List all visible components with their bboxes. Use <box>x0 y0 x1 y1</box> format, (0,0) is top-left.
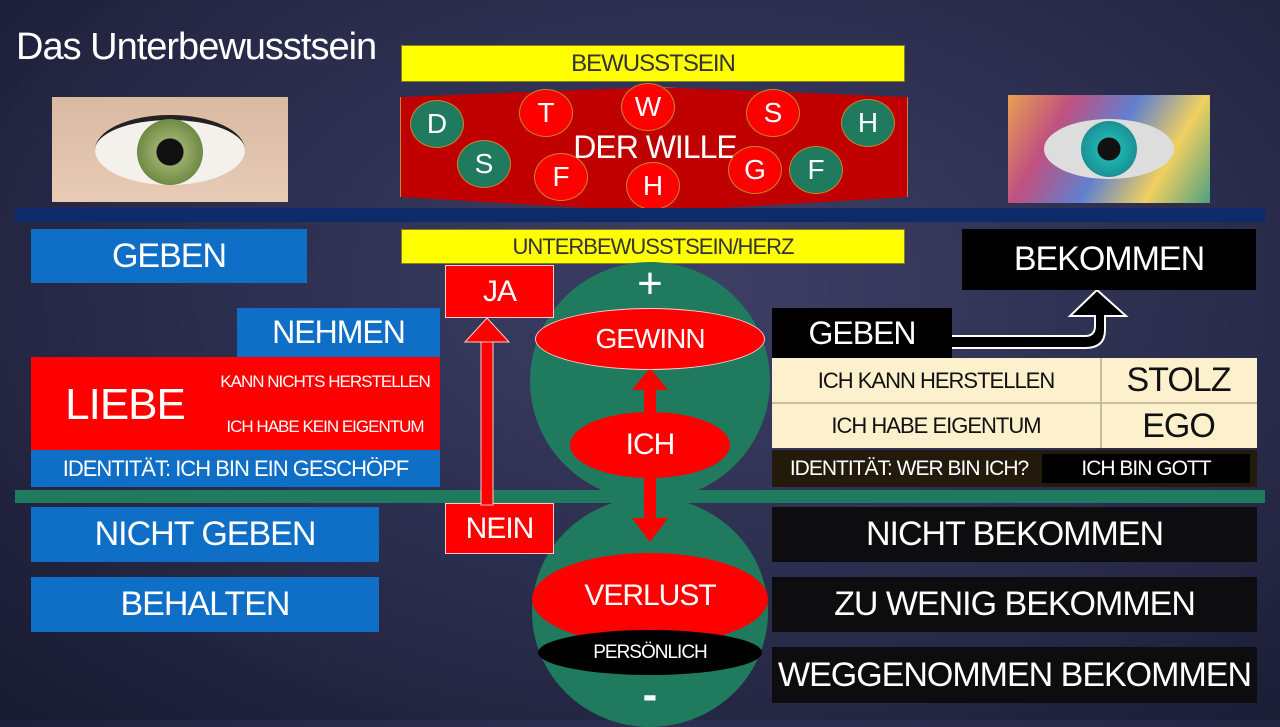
verlust-ellipse: VERLUST <box>532 553 768 645</box>
nein-box: NEIN <box>445 503 554 554</box>
weggenommen-bekommen-box: WEGGENOMMEN BEKOMMEN <box>772 647 1257 703</box>
will-bubble: S <box>746 89 800 137</box>
persoenlich-ellipse: PERSÖNLICH <box>538 630 762 675</box>
der-wille-label: DER WILLE <box>573 128 737 165</box>
bent-arrow-icon <box>949 288 1129 349</box>
geben-black-box: GEBEN <box>772 308 952 358</box>
liebe-box <box>31 357 440 450</box>
ich-kann-herstellen: ICH KANN HERSTELLEN <box>817 367 1056 393</box>
bewusstsein-bar: BEWUSSTSEIN <box>401 45 905 82</box>
nicht-bekommen-box: NICHT BEKOMMEN <box>772 507 1257 562</box>
geben-box: GEBEN <box>31 229 307 283</box>
stolz-label: STOLZ <box>1126 361 1232 399</box>
kein-eigentum: ICH HABE KEIN EIGENTUM <box>226 417 424 436</box>
will-bubble: H <box>626 162 680 210</box>
liebe-label: LIEBE <box>65 380 186 429</box>
ich-habe-eigentum: ICH HABE EIGENTUM <box>831 413 1041 438</box>
will-bubble: S <box>457 140 511 188</box>
conscious-divider <box>15 208 1265 222</box>
will-bubble: W <box>621 83 675 131</box>
will-bubble: F <box>789 146 843 194</box>
will-bubble: G <box>728 146 782 194</box>
ego-table <box>772 358 1257 448</box>
slide-title: Das Unterbewusstsein <box>16 25 377 68</box>
will-bubble: D <box>410 100 464 148</box>
will-bubble: H <box>841 99 895 147</box>
plus-sign: + <box>637 259 663 308</box>
identitaet-wer-bin-ich: IDENTITÄT: WER BIN ICH? <box>789 456 1029 480</box>
unterbewusstsein-bar: UNTERBEWUSSTSEIN/HERZ <box>401 229 905 264</box>
gewinn-ellipse: GEWINN <box>535 308 765 370</box>
ja-box: JA <box>445 265 554 318</box>
behalten-box: BEHALTEN <box>31 577 379 632</box>
nicht-geben-box: NICHT GEBEN <box>31 507 379 562</box>
green-eye-image <box>52 97 288 202</box>
bekommen-box: BEKOMMEN <box>962 229 1256 290</box>
zu-wenig-bekommen-box: ZU WENIG BEKOMMEN <box>772 577 1257 632</box>
will-bubble: T <box>519 89 573 137</box>
mosaic-eye-image <box>1008 95 1210 203</box>
will-bubble: F <box>534 153 588 201</box>
nehmen-box: NEHMEN <box>237 308 440 357</box>
ich-ellipse: ICH <box>570 412 730 478</box>
identitaet-geschoepf: IDENTITÄT: ICH BIN EIN GESCHÖPF <box>31 450 440 487</box>
down-arrow-icon <box>632 476 668 542</box>
ja-arrow-icon <box>463 317 511 506</box>
minus-sign: - <box>642 670 658 719</box>
up-arrow-icon <box>632 368 668 415</box>
ich-bin-gott: ICH BIN GOTT <box>1042 454 1250 483</box>
ego-label: EGO <box>1142 406 1216 445</box>
kann-nichts-herstellen: KANN NICHTS HERSTELLEN <box>220 372 430 391</box>
